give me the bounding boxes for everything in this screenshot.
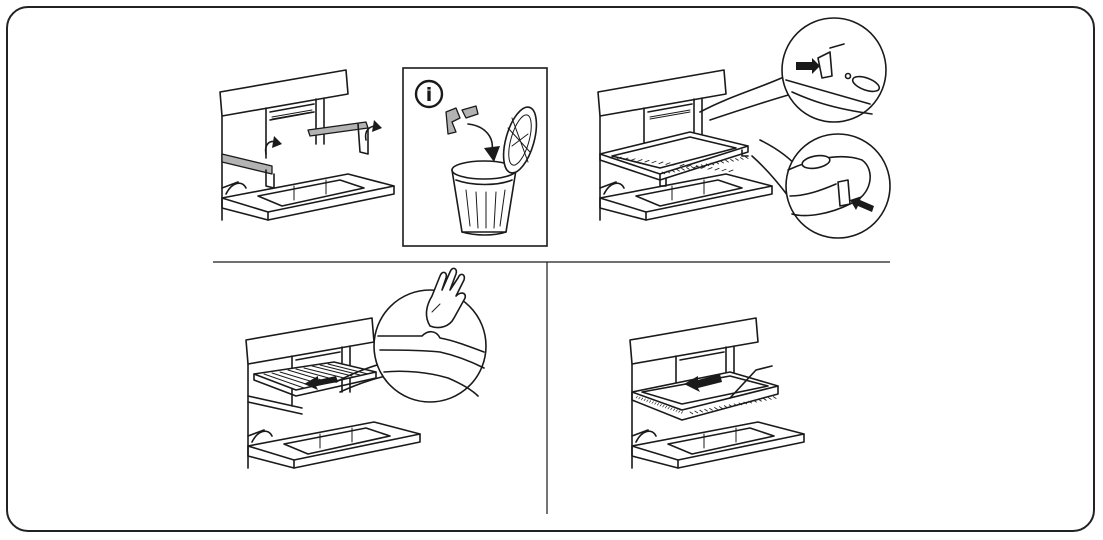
trash-bin-icon xyxy=(451,106,538,236)
step-5-insert-baking-tray xyxy=(629,317,805,469)
step-3-detail-callouts xyxy=(699,17,891,239)
arrow-icon xyxy=(850,196,874,212)
svg-text:i: i xyxy=(426,84,433,106)
arrow-icon xyxy=(684,374,722,392)
step-2-dispose-packaging: i xyxy=(402,67,548,247)
pointing-hand-icon xyxy=(425,267,467,329)
arrow-icon xyxy=(304,376,338,390)
detail-circle-top xyxy=(781,17,887,123)
instruction-panel-frame xyxy=(6,6,1095,532)
arrow-icon xyxy=(796,58,820,74)
step-1-remove-transport-protection xyxy=(219,69,395,221)
step-4-detail-callout xyxy=(335,267,487,403)
info-circle-icon: i xyxy=(414,79,444,109)
detail-circle xyxy=(373,289,487,403)
step-4-insert-grid-shelf xyxy=(245,317,421,469)
step-3-insert-wire-shelf xyxy=(597,69,773,221)
packaging-scrap-icon xyxy=(445,107,461,135)
